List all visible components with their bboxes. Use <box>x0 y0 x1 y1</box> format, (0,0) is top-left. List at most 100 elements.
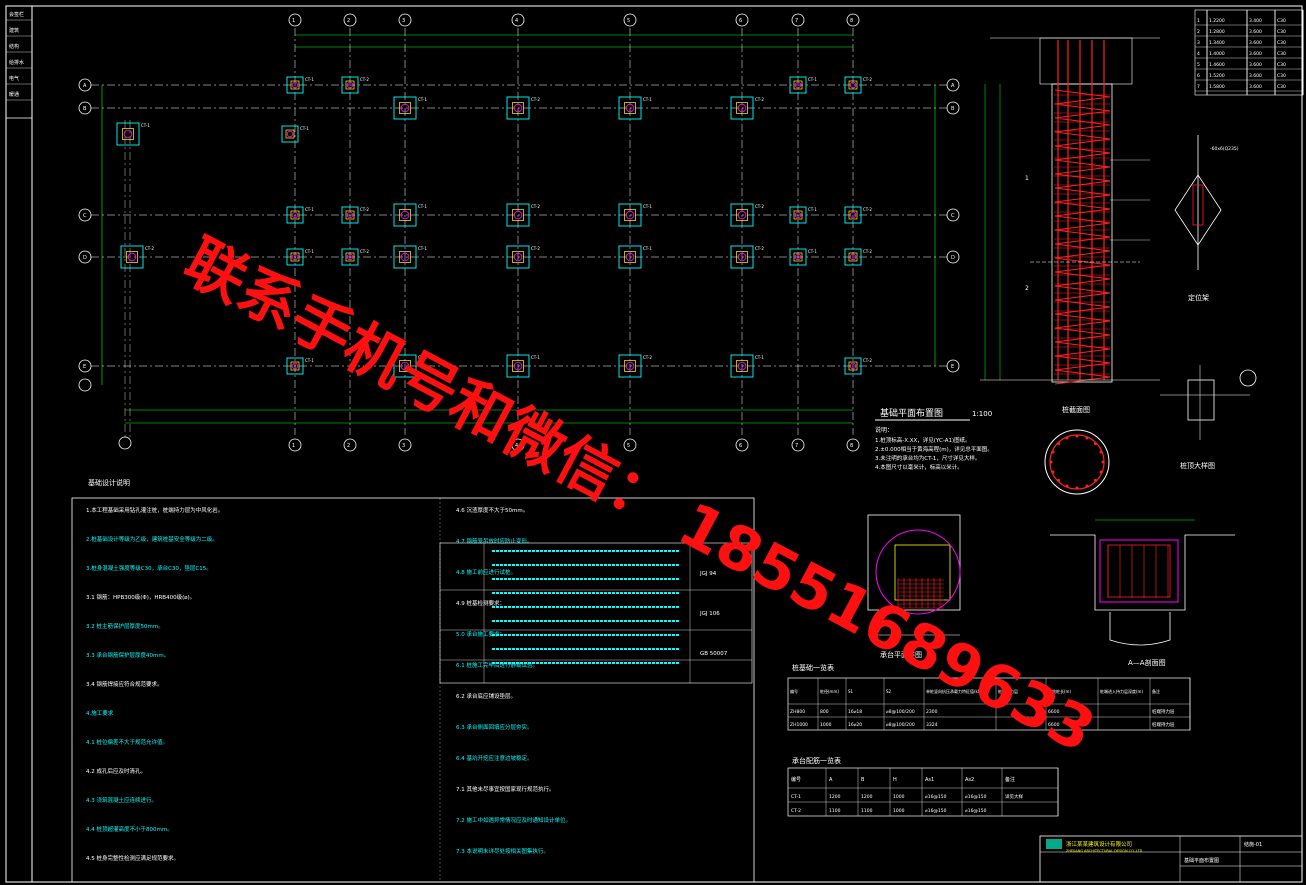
legend-cell: 4 <box>1197 51 1200 57</box>
cap-label: CT-2 <box>531 246 540 251</box>
cap-label: CT-2 <box>145 246 154 251</box>
rebar-dot <box>1101 460 1105 464</box>
plan-scale: 1:100 <box>972 410 992 418</box>
pile-outline <box>512 209 524 221</box>
notes-frame <box>71 497 755 883</box>
pile-outline <box>290 80 300 90</box>
design-note-right: 6.4 基坑开挖应注意边坡稳定。 <box>456 754 533 762</box>
pile-circle <box>625 103 635 113</box>
axis-bubble <box>735 13 749 27</box>
design-note-left: 3.3 承台钢筋保护层厚度40mm。 <box>86 651 169 659</box>
pile-outline <box>399 251 411 263</box>
pile-cap <box>116 122 140 146</box>
axis-bubble-label: 6 <box>739 443 742 449</box>
axis-bubble-label: 1 <box>292 18 295 24</box>
pile-circle <box>737 210 747 220</box>
axis-bubble-label: 5 <box>627 18 630 24</box>
design-notes-title: 基础设计说明 <box>88 478 130 487</box>
axis-bubble-label: 8 <box>850 443 853 449</box>
rebar-dot <box>1057 442 1061 446</box>
design-notes-box: 基础设计说明 1.本工程基础采用钻孔灌注桩，桩端持力层为中风化岩。2.桩基础设计… <box>71 478 755 883</box>
design-note-left: 3.2 桩主筋保护层厚度50mm。 <box>86 622 164 630</box>
locator-title: 定位架 <box>1188 293 1209 302</box>
plan-notes-heading: 说明： <box>875 426 893 434</box>
axis-bubble-label: 7 <box>795 443 798 449</box>
rebar-dot <box>1093 442 1097 446</box>
axis-bubble <box>343 438 357 452</box>
axis-bubble-label: 4 <box>515 443 518 449</box>
pile-cap <box>341 76 359 94</box>
axis-bubble <box>78 78 92 92</box>
pile-table-header: 有效桩长(m) <box>1048 688 1071 694</box>
axis-bubble-label: 7 <box>795 18 798 24</box>
design-note-left: 1.本工程基础采用钻孔灌注桩，桩端持力层为中风化岩。 <box>86 506 223 514</box>
pile-outline <box>399 209 411 221</box>
legend-cell: 1.5200 <box>1209 73 1225 79</box>
pile-outline <box>848 80 858 90</box>
legend-cell: C30 <box>1277 51 1286 57</box>
pile-outline <box>290 252 300 262</box>
pile-outline <box>624 102 636 114</box>
drawing-number: 结施-01 <box>1244 841 1262 848</box>
cap-label: CT-1 <box>141 123 150 128</box>
pile-outline <box>122 128 134 140</box>
legend-cell: 1.3400 <box>1209 40 1225 46</box>
cap-label: CT-1 <box>808 77 817 82</box>
cap-table-header: H <box>893 777 897 783</box>
cap-label: CT-2 <box>755 246 764 251</box>
cap-plan-detail: 承台平面详图 <box>867 514 961 659</box>
cap-label: CT-1 <box>643 97 652 102</box>
locator-shape <box>1174 174 1222 246</box>
plan-note-3: 3.未注明的承台均为CT-1，尺寸详见大样。 <box>875 454 980 462</box>
pile-table-cell: ⌀8@100/200 <box>886 709 915 715</box>
pile-table-cell: 2300 <box>926 709 938 715</box>
pile-cap <box>618 96 642 120</box>
round-section-title: 桩截面图 <box>1062 405 1090 414</box>
pile-table-cell: 16⌀20 <box>848 722 862 728</box>
pile-circle <box>794 211 802 219</box>
pile-circle <box>849 81 857 89</box>
axis-bubble-label: D <box>83 255 87 261</box>
pile-cap <box>281 125 299 143</box>
axis-bubble-label: D <box>951 255 955 261</box>
legend-cell: C30 <box>1277 62 1286 68</box>
left-strip-label: 给排水 <box>9 59 24 66</box>
rebar-dot <box>1075 486 1079 490</box>
axis-bubble <box>78 208 92 222</box>
axis-bubble <box>735 438 749 452</box>
cap-table-cell: 详见大样 <box>1005 793 1023 800</box>
pile-outline <box>345 210 355 220</box>
axis-bubble-label: 4 <box>515 18 518 24</box>
pile-cap <box>286 357 304 375</box>
plan-note-1: 1.桩顶标高-X.XX，详见(YC-A1)图纸。 <box>875 436 971 444</box>
pile-body <box>1051 83 1113 383</box>
plan-note-4: 4.本图尺寸以毫米计，标高以米计。 <box>875 463 963 471</box>
axis-bubble <box>946 208 960 222</box>
pile-outline <box>736 209 748 221</box>
legend-cell: 2 <box>1197 29 1200 35</box>
pile-cap <box>393 203 417 227</box>
pile-outline <box>290 361 300 371</box>
pile-table-header: 备注 <box>1152 688 1160 694</box>
pile-circle <box>346 211 354 219</box>
axis-bubble-label: B <box>951 106 955 112</box>
pile-circle <box>625 210 635 220</box>
cap-label: CT-2 <box>531 97 540 102</box>
axis-bubble-label: E <box>951 364 954 370</box>
cap-label: CT-2 <box>360 77 369 82</box>
legend-cell: 3 <box>1197 40 1200 46</box>
pile-cap <box>393 96 417 120</box>
design-note-left: 4.4 桩顶超灌高度不小于800mm。 <box>86 825 173 833</box>
pile-outline <box>624 251 636 263</box>
pile-outline <box>848 252 858 262</box>
pile-table-title: 桩基础一览表 <box>792 663 834 672</box>
spec-code: JGJ 106 <box>699 611 720 617</box>
pile-cap <box>393 245 417 269</box>
cap-table-cell: 1200 <box>829 794 841 800</box>
pile-circle <box>737 361 747 371</box>
cap-table-cell: 1100 <box>829 808 841 814</box>
axis-bubble-label: 5 <box>627 443 630 449</box>
axis-bubble <box>846 13 860 27</box>
pile-table-cell: 6600 <box>1048 722 1060 728</box>
